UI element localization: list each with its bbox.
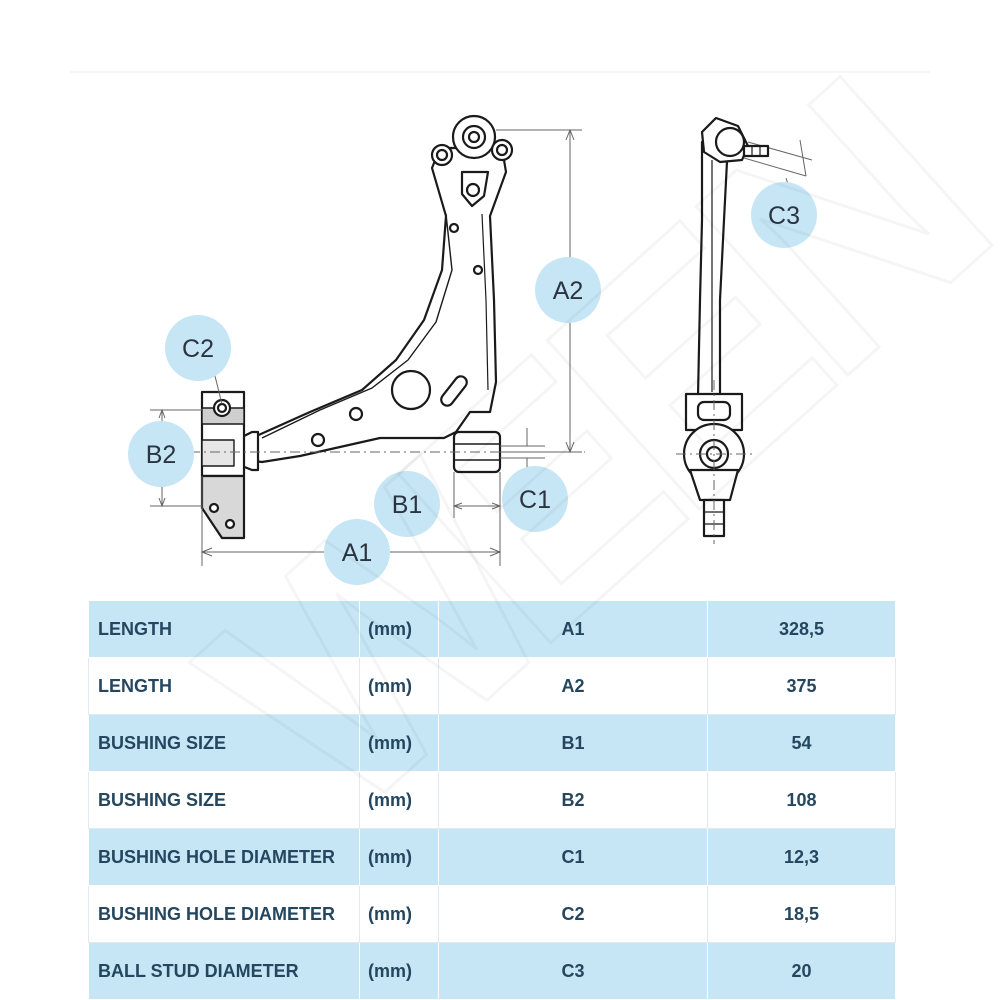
control-arm-diagram: A2 C2 B2 B1 C1 A1 C3 — [70, 71, 930, 585]
row-unit: (mm) — [359, 714, 439, 772]
bubble-c1-label: C1 — [519, 486, 551, 514]
row-unit: (mm) — [359, 942, 439, 1000]
row-unit: (mm) — [359, 600, 439, 658]
bubble-c3: C3 — [751, 182, 817, 248]
table-row: LENGTH (mm) A2 375 — [88, 657, 896, 715]
row-value: 375 — [707, 657, 896, 715]
row-value: 108 — [707, 771, 896, 829]
row-value: 18,5 — [707, 885, 896, 943]
row-unit: (mm) — [359, 771, 439, 829]
table-row: BUSHING SIZE (mm) B1 54 — [88, 714, 896, 772]
bubble-a2-label: A2 — [553, 277, 584, 305]
row-code: C2 — [438, 885, 708, 943]
bubble-a2: A2 — [535, 257, 601, 323]
row-code: B1 — [438, 714, 708, 772]
bubble-c2-label: C2 — [182, 335, 214, 363]
table-row: LENGTH (mm) A1 328,5 — [88, 600, 896, 658]
control-arm-side-view — [682, 116, 770, 538]
arm-body — [246, 146, 508, 464]
row-value: 12,3 — [707, 828, 896, 886]
row-code: A1 — [438, 600, 708, 658]
bubble-b1: B1 — [374, 471, 440, 537]
row-code: C3 — [438, 942, 708, 1000]
bubble-c2: C2 — [165, 315, 231, 381]
spec-table: LENGTH (mm) A1 328,5 LENGTH (mm) A2 375 … — [88, 600, 896, 1000]
bubble-c1: C1 — [502, 466, 568, 532]
bubble-a1-label: A1 — [342, 539, 373, 567]
row-name: BUSHING HOLE DIAMETER — [88, 828, 360, 886]
row-name: BALL STUD DIAMETER — [88, 942, 360, 1000]
row-code: C1 — [438, 828, 708, 886]
row-unit: (mm) — [359, 885, 439, 943]
bubble-a1: A1 — [324, 519, 390, 585]
table-row: BUSHING HOLE DIAMETER (mm) C2 18,5 — [88, 885, 896, 943]
row-code: B2 — [438, 771, 708, 829]
row-value: 328,5 — [707, 600, 896, 658]
bubble-b2-label: B2 — [146, 441, 177, 469]
table-row: BALL STUD DIAMETER (mm) C3 20 — [88, 942, 896, 1000]
row-name: BUSHING SIZE — [88, 714, 360, 772]
row-name: LENGTH — [88, 600, 360, 658]
bubble-c3-label: C3 — [768, 202, 800, 230]
bubble-b1-label: B1 — [392, 491, 423, 519]
row-unit: (mm) — [359, 657, 439, 715]
row-value: 54 — [707, 714, 896, 772]
bubble-b2: B2 — [128, 421, 194, 487]
row-name: LENGTH — [88, 657, 360, 715]
table-row: BUSHING HOLE DIAMETER (mm) C1 12,3 — [88, 828, 896, 886]
row-code: A2 — [438, 657, 708, 715]
row-unit: (mm) — [359, 828, 439, 886]
row-value: 20 — [707, 942, 896, 1000]
row-name: BUSHING HOLE DIAMETER — [88, 885, 360, 943]
table-row: BUSHING SIZE (mm) B2 108 — [88, 771, 896, 829]
control-arm-front-view — [200, 114, 514, 540]
row-name: BUSHING SIZE — [88, 771, 360, 829]
